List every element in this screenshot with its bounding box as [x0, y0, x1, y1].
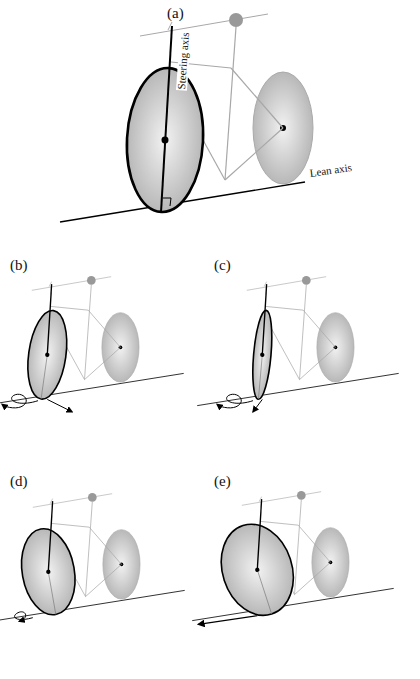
- spoke: [258, 355, 262, 399]
- bicycle: [0, 276, 184, 412]
- seat-stay: [89, 527, 121, 564]
- top-tube: [261, 521, 298, 525]
- force-arrow: [198, 616, 257, 625]
- lean-axis: [192, 588, 394, 620]
- panel-label: (d): [10, 474, 28, 489]
- handlebar: [33, 494, 112, 508]
- handlebar: [242, 492, 321, 506]
- handlebar: [247, 277, 326, 291]
- rotation-arrow: [2, 394, 38, 408]
- handlebar: [140, 14, 268, 36]
- rotation-arrow: [217, 394, 253, 408]
- seat-stay: [231, 68, 283, 128]
- steering-axis: [257, 499, 261, 570]
- seat-stay: [303, 310, 335, 347]
- right-angle-mark: [163, 198, 171, 206]
- panel-label: (b): [10, 258, 28, 273]
- force-arrow: [47, 399, 72, 411]
- spoke: [41, 355, 47, 399]
- seat-stay: [298, 525, 330, 562]
- top-tube: [51, 306, 88, 310]
- spoke: [48, 572, 56, 615]
- seat: [297, 491, 306, 500]
- steering-axis: [161, 26, 172, 212]
- chain-stay: [86, 564, 122, 596]
- bicycle: [60, 13, 313, 222]
- lean-axis: [0, 373, 184, 405]
- force-arrow: [253, 399, 262, 411]
- panel-label: (c): [214, 258, 231, 273]
- seat: [88, 493, 97, 502]
- bicycle: [192, 491, 394, 625]
- chain-stay: [225, 128, 283, 180]
- chain-stay: [295, 562, 331, 594]
- panel-label: (a): [167, 6, 184, 21]
- chain-stay: [300, 347, 336, 379]
- seat-stay: [88, 310, 120, 347]
- top-tube: [52, 523, 89, 527]
- steering-axis: [262, 284, 266, 355]
- seat: [87, 276, 96, 285]
- rear-wheel: [317, 313, 354, 382]
- top-tube: [266, 306, 303, 310]
- chain-stay: [85, 347, 121, 379]
- seat-tube: [85, 285, 92, 380]
- bicycle: [197, 276, 399, 412]
- bicycle: [0, 493, 185, 623]
- steering-axis: [47, 284, 51, 355]
- seat: [302, 276, 311, 285]
- spoke: [257, 570, 271, 614]
- rear-wheel: [312, 528, 349, 597]
- seat-tube: [225, 27, 236, 180]
- rotation-arrow: [15, 612, 33, 622]
- seat-tube: [86, 502, 93, 597]
- handlebar: [32, 277, 111, 291]
- axis-label: Lean axis: [309, 162, 353, 179]
- seat: [229, 13, 243, 27]
- panel-label: (e): [214, 474, 231, 489]
- seat-tube: [300, 285, 307, 380]
- seat-tube: [295, 500, 302, 595]
- steering-axis: [48, 501, 52, 572]
- lean-axis: [0, 590, 185, 622]
